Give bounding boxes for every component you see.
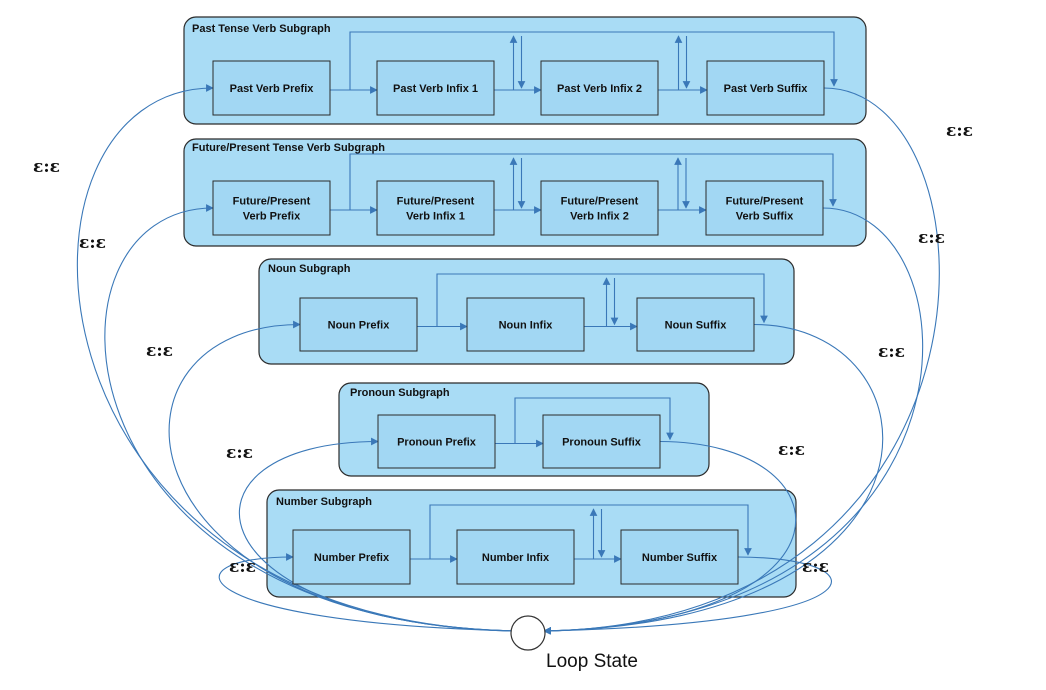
epsilon-label: ε:ε — [33, 157, 60, 177]
state-node — [299, 297, 418, 352]
skip-connector — [349, 153, 837, 210]
state-label: Noun Prefix — [328, 320, 391, 332]
state-label: Noun Suffix — [665, 320, 728, 332]
epsilon-out-arc — [543, 207, 924, 635]
state-node — [542, 414, 661, 469]
state-node — [212, 180, 331, 236]
epsilon-label: ε:ε — [946, 121, 973, 141]
subgraph-box — [183, 16, 867, 125]
epsilon-out-arc — [543, 87, 940, 635]
epsilon-out-arc — [543, 323, 884, 635]
epsilon-label: ε:ε — [778, 440, 805, 460]
epsilon-in-arc — [76, 84, 517, 632]
state-label: Past Verb Infix 2 — [557, 83, 642, 95]
state-label: Number Infix — [482, 552, 550, 564]
epsilon-label: ε:ε — [79, 233, 106, 253]
state-node — [620, 529, 739, 585]
subgraph-title: Future/Present Tense Verb Subgraph — [192, 142, 385, 154]
state-node — [705, 180, 824, 236]
state-label: Pronoun Prefix — [397, 437, 477, 449]
state-label: Past Verb Infix 1 — [393, 83, 478, 95]
epsilon-out-arc — [543, 440, 797, 635]
subgraph-box — [183, 138, 867, 247]
skip-connector — [349, 31, 838, 90]
state-label: Noun Infix — [499, 320, 554, 332]
epsilon-out-arc — [543, 556, 832, 635]
state-node — [540, 60, 659, 116]
skip-connector — [429, 504, 752, 559]
subgraph-title: Noun Subgraph — [268, 263, 351, 275]
state-node — [540, 180, 659, 236]
state-node — [456, 529, 575, 585]
state-label: Pronoun Suffix — [562, 437, 642, 449]
epsilon-label: ε:ε — [802, 557, 829, 577]
epsilon-label: ε:ε — [146, 341, 173, 361]
state-label: Past Verb Prefix — [230, 83, 315, 95]
skip-connector — [514, 397, 674, 444]
epsilon-label: ε:ε — [878, 342, 905, 362]
state-node — [706, 60, 825, 116]
state-label: Number Prefix — [314, 552, 390, 564]
epsilon-label: ε:ε — [226, 443, 253, 463]
loop-state-label: Loop State — [546, 651, 638, 672]
state-node — [377, 414, 496, 469]
state-label: Past Verb Suffix — [724, 83, 809, 95]
epsilon-label: ε:ε — [918, 228, 945, 248]
epsilon-label: ε:ε — [229, 557, 256, 577]
skip-connector — [436, 273, 768, 327]
state-label: Number Suffix — [642, 552, 718, 564]
loop-state-node — [510, 615, 546, 651]
subgraph-title: Past Tense Verb Subgraph — [192, 23, 331, 35]
state-node — [376, 180, 495, 236]
state-node — [292, 529, 411, 585]
state-node — [636, 297, 755, 352]
subgraph-title: Number Subgraph — [276, 496, 372, 508]
epsilon-in-arc — [239, 437, 517, 632]
subgraph-title: Pronoun Subgraph — [350, 387, 450, 399]
state-node — [212, 60, 331, 116]
state-node — [466, 297, 585, 352]
state-node — [376, 60, 495, 116]
epsilon-in-arc — [218, 553, 517, 632]
